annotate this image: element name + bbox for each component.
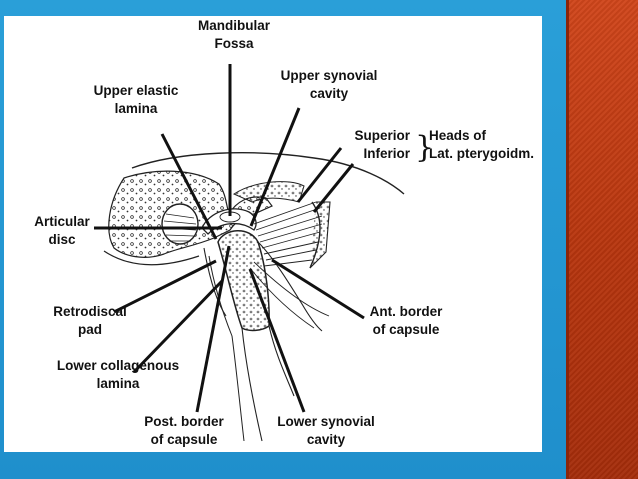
label-ant-border-capsule-2: of capsule [373, 322, 440, 337]
condyle [208, 230, 295, 442]
leader-upper-synovial-cavity [249, 107, 301, 227]
label-mandibular-fossa-2: Fossa [214, 36, 254, 51]
label-retrodiscal-pad-1: Retrodiscal [53, 304, 127, 319]
label-superior: Superior [354, 128, 410, 143]
label-mandibular-fossa-1: Mandibular [198, 18, 271, 33]
label-heads-of-1: Heads of [429, 128, 487, 143]
leader-retrodiscal-pad [113, 259, 217, 314]
label-ant-border-capsule-1: Ant. border [370, 304, 443, 319]
label-articular-disc-2: disc [48, 232, 76, 247]
label-post-border-capsule-2: of capsule [151, 432, 218, 447]
leader-inferior-head [312, 163, 355, 213]
label-articular-disc-1: Articular [34, 214, 90, 229]
leader-superior-head [296, 147, 343, 203]
label-post-border-capsule-1: Post. border [144, 414, 224, 429]
leader-lower-collagenous-lamina [132, 279, 224, 374]
label-heads-of-2: Lat. pterygoidm. [429, 146, 534, 161]
decorative-side-bar [566, 0, 638, 479]
tmj-diagram: Mandibular Fossa Upper synovial cavity U… [4, 16, 542, 452]
leader-lines [94, 64, 365, 413]
label-lower-collagenous-lamina-1: Lower collagenous [57, 358, 179, 373]
leader-ant-border-capsule [271, 258, 365, 320]
label-inferior: Inferior [363, 146, 410, 161]
label-lower-synovial-cavity-2: cavity [307, 432, 346, 447]
label-upper-synovial-cavity-1: Upper synovial [281, 68, 378, 83]
capsule-and-pterygoid [203, 201, 331, 332]
label-upper-elastic-lamina-2: lamina [115, 101, 158, 116]
leader-upper-elastic-lamina [160, 133, 218, 240]
label-lower-synovial-cavity-1: Lower synovial [277, 414, 375, 429]
leader-lower-synovial-cavity [248, 268, 306, 413]
label-retrodiscal-pad-2: pad [78, 322, 102, 337]
brace-glyph: } [415, 130, 434, 165]
leader-post-border-capsule [195, 245, 231, 413]
label-lower-collagenous-lamina-2: lamina [97, 376, 140, 391]
label-upper-elastic-lamina-1: Upper elastic [94, 83, 179, 98]
tmj-diagram-svg: Mandibular Fossa Upper synovial cavity U… [34, 18, 534, 447]
label-upper-synovial-cavity-2: cavity [310, 86, 349, 101]
labels: Mandibular Fossa Upper synovial cavity U… [34, 18, 534, 447]
